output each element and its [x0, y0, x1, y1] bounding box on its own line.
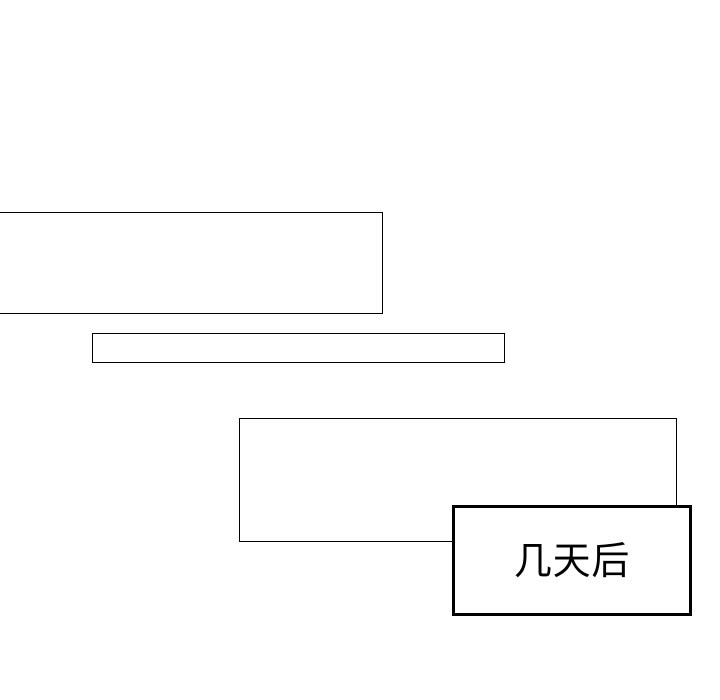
caption-box-4: 几天后	[452, 505, 692, 616]
caption-box-1	[0, 212, 383, 314]
caption-box-2	[92, 333, 505, 363]
caption-box-4-text: 几天后	[513, 538, 631, 583]
